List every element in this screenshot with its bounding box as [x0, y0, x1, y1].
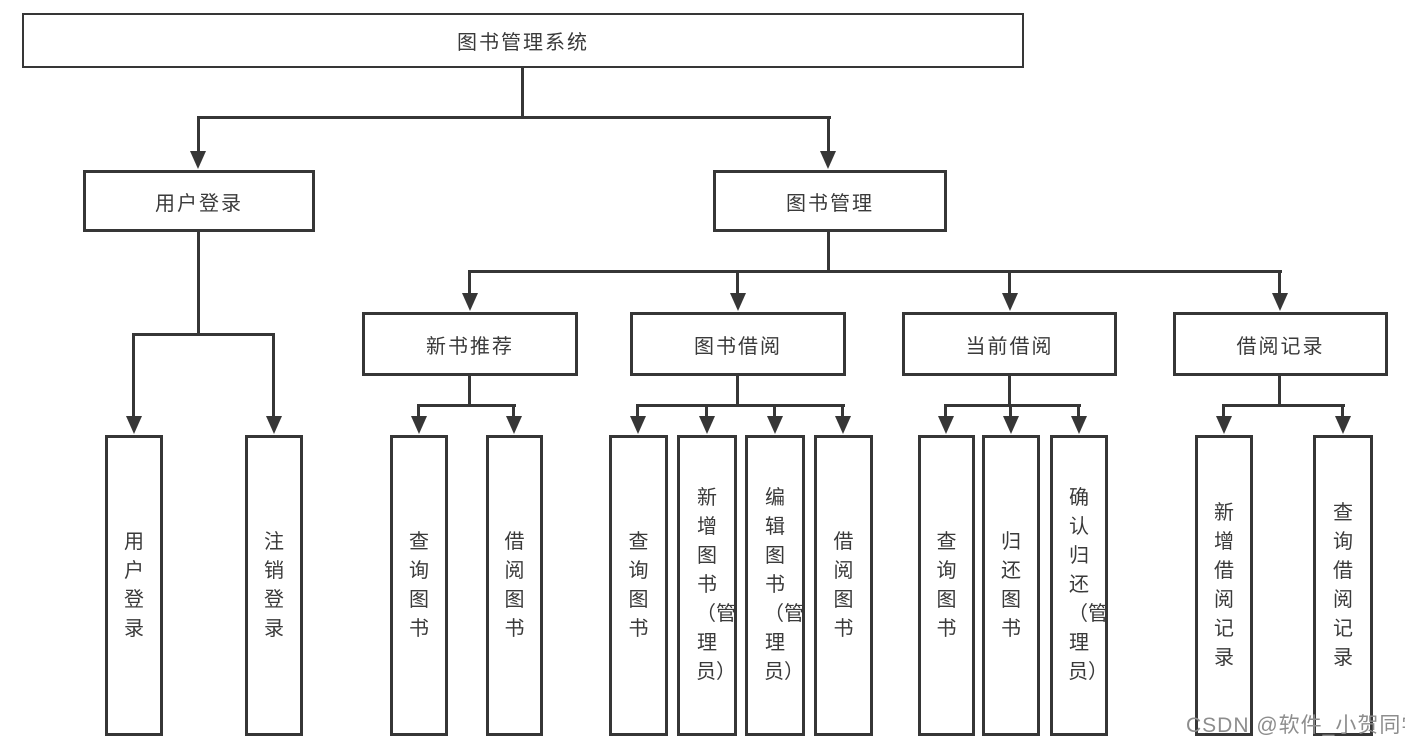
node-bb-borrow-books-label: 借阅图书	[833, 530, 854, 640]
node-library-system: 图书管理系统	[22, 13, 1024, 68]
csdn-watermark: CSDN @软件_小贺同学	[1186, 714, 1405, 737]
node-library-system-label: 图书管理系统	[457, 32, 589, 54]
arrow-down-icon	[1002, 293, 1018, 311]
node-bb-edit-books-admin-label: 编辑图书（管理员）	[764, 487, 804, 683]
node-bb-add-books-admin-label: 新增图书（管理员）	[696, 487, 736, 683]
node-book-borrowing: 图书借阅	[630, 312, 846, 376]
node-user-login-action: 用户登录	[105, 435, 163, 736]
connector-line	[1077, 404, 1080, 418]
arrow-down-icon	[767, 416, 783, 434]
node-book-borrowing-label: 图书借阅	[694, 335, 782, 358]
node-current-borrowing: 当前借阅	[902, 312, 1117, 376]
node-nbr-query-books: 查询图书	[390, 435, 448, 736]
connector-line	[1278, 270, 1281, 296]
connector-line	[944, 404, 947, 418]
connector-line	[272, 333, 275, 418]
connector-line	[636, 404, 639, 418]
node-book-management: 图书管理	[713, 170, 947, 232]
connector-l1-hbar	[197, 116, 831, 119]
connector-user-login-stem	[197, 232, 200, 336]
connector-g4-hbar	[944, 404, 1081, 407]
connector-line	[1008, 270, 1011, 296]
arrow-down-icon	[126, 416, 142, 434]
node-current-borrowing-label: 当前借阅	[965, 335, 1054, 358]
connector-line	[827, 116, 830, 154]
connector-line	[773, 404, 776, 418]
node-bb-query-books: 查询图书	[609, 435, 668, 736]
node-br-add-record: 新增借阅记录	[1195, 435, 1253, 736]
connector-line	[417, 404, 420, 418]
connector-line	[132, 333, 135, 418]
node-nbr-borrow-books-label: 借阅图书	[504, 530, 525, 640]
node-bb-edit-books-admin: 编辑图书（管理员）	[745, 435, 805, 736]
connector-line	[736, 270, 739, 296]
node-cb-confirm-return-admin-label: 确认归还（管理员）	[1068, 487, 1108, 683]
connector-book-mgmt-stem	[827, 232, 830, 272]
arrow-down-icon	[630, 416, 646, 434]
node-cb-query-books: 查询图书	[918, 435, 975, 736]
arrow-down-icon	[1003, 416, 1019, 434]
node-br-query-record: 查询借阅记录	[1313, 435, 1373, 736]
arrow-down-icon	[1272, 293, 1288, 311]
connector-line	[468, 270, 471, 296]
node-br-query-record-label: 查询借阅记录	[1333, 501, 1353, 669]
arrow-down-icon	[1071, 416, 1087, 434]
connector-line	[512, 404, 515, 418]
node-bb-borrow-books: 借阅图书	[814, 435, 873, 736]
connector-l2-hbar	[468, 270, 1282, 273]
connector-g3-hbar	[636, 404, 845, 407]
arrow-down-icon	[462, 293, 478, 311]
node-borrowing-records-label: 借阅记录	[1236, 335, 1325, 358]
connector-line	[705, 404, 708, 418]
node-nbr-query-books-label: 查询图书	[409, 530, 429, 640]
arrow-down-icon	[411, 416, 427, 434]
connector-g1-hbar	[132, 333, 275, 336]
node-borrowing-records: 借阅记录	[1173, 312, 1388, 376]
arrow-down-icon	[1335, 416, 1351, 434]
connector-g5-hbar	[1222, 404, 1345, 407]
node-logout-label: 注销登录	[264, 530, 284, 640]
node-user-login-label: 用户登录	[155, 192, 243, 215]
node-user-login-action-label: 用户登录	[124, 530, 144, 640]
node-br-add-record-label: 新增借阅记录	[1214, 501, 1234, 669]
connector-line	[1009, 404, 1012, 418]
connector-line	[468, 376, 471, 406]
node-cb-query-books-label: 查询图书	[936, 530, 957, 640]
connector-line	[1008, 376, 1011, 406]
node-nbr-borrow-books: 借阅图书	[486, 435, 543, 736]
arrow-down-icon	[938, 416, 954, 434]
connector-g2-hbar	[417, 404, 516, 407]
node-logout: 注销登录	[245, 435, 303, 736]
arrow-down-icon	[730, 293, 746, 311]
node-new-book-recommend: 新书推荐	[362, 312, 578, 376]
connector-line	[197, 116, 200, 154]
node-cb-return-books-label: 归还图书	[1001, 530, 1021, 640]
node-user-login: 用户登录	[83, 170, 315, 232]
arrow-down-icon	[1216, 416, 1232, 434]
connector-line	[736, 376, 739, 406]
node-cb-confirm-return-admin: 确认归还（管理员）	[1050, 435, 1108, 736]
node-bb-add-books-admin: 新增图书（管理员）	[677, 435, 737, 736]
connector-line	[841, 404, 844, 418]
node-bb-query-books-label: 查询图书	[628, 530, 649, 640]
arrow-down-icon	[506, 416, 522, 434]
arrow-down-icon	[266, 416, 282, 434]
arrow-down-icon	[820, 151, 836, 169]
node-book-management-label: 图书管理	[786, 192, 874, 215]
node-cb-return-books: 归还图书	[982, 435, 1040, 736]
connector-line	[1278, 376, 1281, 406]
connector-root-stem	[521, 68, 524, 118]
arrow-down-icon	[190, 151, 206, 169]
connector-line	[1222, 404, 1225, 418]
arrow-down-icon	[699, 416, 715, 434]
arrow-down-icon	[835, 416, 851, 434]
node-new-book-recommend-label: 新书推荐	[426, 335, 514, 358]
connector-line	[1341, 404, 1344, 418]
